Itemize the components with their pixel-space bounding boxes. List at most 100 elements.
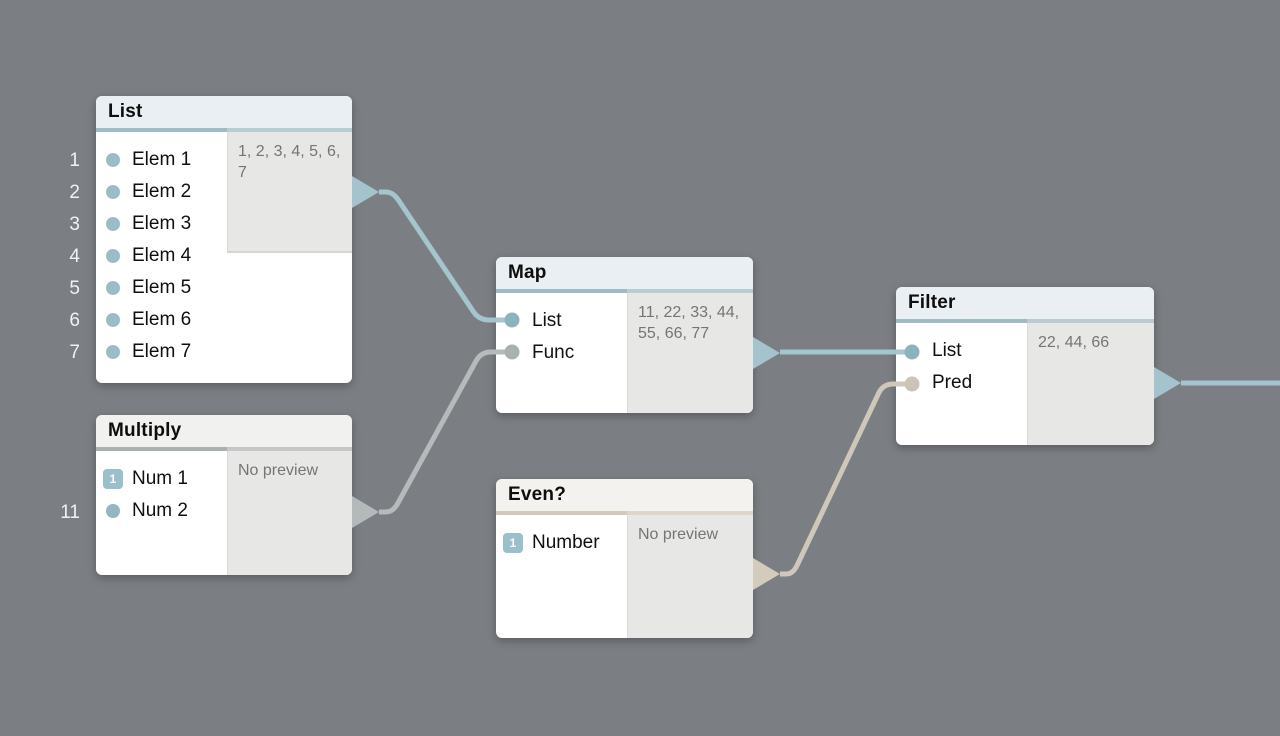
port-row-elem-1[interactable]: Elem 1 — [96, 144, 227, 176]
node-title-bar[interactable]: Filter — [896, 287, 1154, 319]
input-port-dot[interactable] — [106, 249, 120, 263]
port-label: Elem 4 — [132, 245, 192, 266]
output-port-triangle-map[interactable] — [753, 337, 780, 369]
port-connector — [96, 313, 132, 327]
preview-panel: 22, 44, 66 — [1027, 323, 1154, 445]
node-title-bar[interactable]: List — [96, 96, 352, 128]
port-label: Num 2 — [132, 500, 188, 521]
port-connector — [96, 217, 132, 231]
input-port-dot[interactable] — [106, 345, 120, 359]
wire-even-to-filter-pred[interactable] — [780, 381, 914, 577]
port-row-func[interactable]: Func — [496, 337, 627, 369]
header-accent-left — [496, 289, 627, 293]
port-list: 1 Number — [496, 515, 627, 559]
port-connector — [96, 504, 132, 518]
port-connector — [96, 281, 132, 295]
header-accent-bar — [496, 511, 753, 515]
port-index-badge[interactable]: 1 — [503, 533, 523, 553]
port-value-label: 6 — [69, 310, 80, 331]
port-row-elem-4[interactable]: Elem 4 — [96, 240, 227, 272]
input-port-dot[interactable] — [106, 281, 120, 295]
port-label: Elem 2 — [132, 181, 192, 202]
wire-list-to-map-list[interactable] — [379, 189, 514, 323]
port-row-elem-5[interactable]: Elem 5 — [96, 272, 227, 304]
preview-panel: No preview — [227, 451, 352, 575]
port-value-label: 2 — [69, 182, 80, 203]
input-port-dot[interactable] — [106, 185, 120, 199]
port-row-elem-7[interactable]: Elem 7 — [96, 336, 227, 368]
header-accent-right — [627, 511, 753, 515]
port-row-list[interactable]: List — [896, 335, 1027, 367]
preview-text: 22, 44, 66 — [1038, 334, 1110, 351]
input-port-dot[interactable] — [106, 217, 120, 231]
node-title: Map — [508, 262, 547, 283]
node-body: No preview 1 Number — [496, 515, 753, 638]
header-accent-right — [227, 447, 352, 451]
header-accent-left — [496, 511, 627, 515]
port-list: Elem 1 Elem 2 Elem 3 Elem 4 Elem 5 Elem 6 Elem… — [96, 132, 227, 368]
node-title: Multiply — [108, 420, 182, 441]
port-row-elem-3[interactable]: Elem 3 — [96, 208, 227, 240]
port-connector — [96, 249, 132, 263]
preview-panel: 11, 22, 33, 44, 55, 66, 77 — [627, 293, 753, 413]
port-index-badge[interactable]: 1 — [103, 469, 123, 489]
port-value-label: 1 — [69, 150, 80, 171]
input-port-dot[interactable] — [106, 153, 120, 167]
node-even[interactable]: Even? No preview 1 Number — [496, 479, 753, 638]
output-port-triangle-multiply[interactable] — [352, 496, 379, 528]
header-accent-bar — [96, 447, 352, 451]
port-row-elem-6[interactable]: Elem 6 — [96, 304, 227, 336]
port-row-list[interactable]: List — [496, 305, 627, 337]
port-label: Elem 6 — [132, 309, 192, 330]
port-label: List — [532, 310, 562, 331]
input-port-dot[interactable] — [106, 313, 120, 327]
preview-panel: 1, 2, 3, 4, 5, 6, 7 — [227, 132, 352, 253]
port-value-label: 5 — [69, 278, 80, 299]
wire-multiply-to-map-func[interactable] — [379, 349, 514, 515]
port-connector — [96, 185, 132, 199]
output-port-triangle-list[interactable] — [352, 176, 379, 208]
preview-panel: No preview — [627, 515, 753, 638]
port-value-label: 3 — [69, 214, 80, 235]
port-row-elem-2[interactable]: Elem 2 — [96, 176, 227, 208]
input-port-dot[interactable] — [106, 504, 120, 518]
node-title-bar[interactable]: Map — [496, 257, 753, 289]
node-title-bar[interactable]: Multiply — [96, 415, 352, 447]
port-row-num-2[interactable]: Num 2 — [96, 495, 227, 527]
port-row-number[interactable]: 1 Number — [496, 527, 627, 559]
preview-text: 11, 22, 33, 44, 55, 66, 77 — [638, 304, 740, 342]
port-row-pred[interactable]: Pred — [896, 367, 1027, 399]
port-label: Elem 1 — [132, 149, 192, 170]
port-label: Elem 5 — [132, 277, 192, 298]
port-connector: 1 — [96, 469, 132, 489]
port-label: Number — [532, 532, 600, 553]
port-value-label: 4 — [69, 246, 80, 267]
port-label: List — [932, 340, 962, 361]
preview-text: No preview — [638, 526, 719, 543]
node-title: Even? — [508, 484, 567, 505]
header-accent-left — [896, 319, 1027, 323]
port-value-label: 11 — [60, 502, 80, 523]
port-connector — [96, 345, 132, 359]
node-title-bar[interactable]: Even? — [496, 479, 753, 511]
output-port-triangle-filter[interactable] — [1154, 367, 1181, 399]
port-label: Elem 7 — [132, 341, 192, 362]
port-label: Func — [532, 342, 575, 363]
port-value-label: 7 — [69, 342, 80, 363]
port-connector — [96, 153, 132, 167]
header-accent-bar — [96, 128, 352, 132]
node-title: List — [108, 101, 143, 122]
output-port-triangle-even[interactable] — [753, 558, 780, 590]
